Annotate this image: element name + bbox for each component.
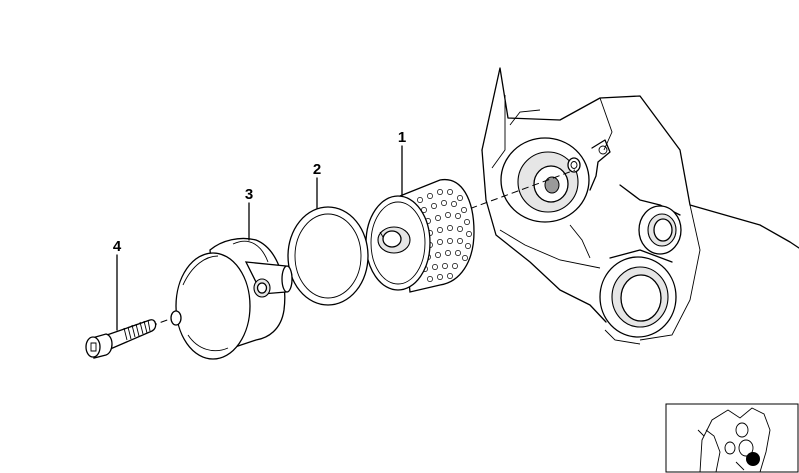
filter-cover <box>170 237 293 360</box>
callout-3: 3 <box>245 186 253 203</box>
socket-head-bolt <box>85 319 157 359</box>
location-thumbnail <box>665 403 799 473</box>
callout-4: 4 <box>113 238 122 255</box>
callout-2: 2 <box>313 161 321 178</box>
o-ring-seal <box>287 206 369 306</box>
callout-1: 1 <box>398 129 406 146</box>
oil-filter-element <box>365 178 475 293</box>
engine-housing <box>481 67 799 345</box>
